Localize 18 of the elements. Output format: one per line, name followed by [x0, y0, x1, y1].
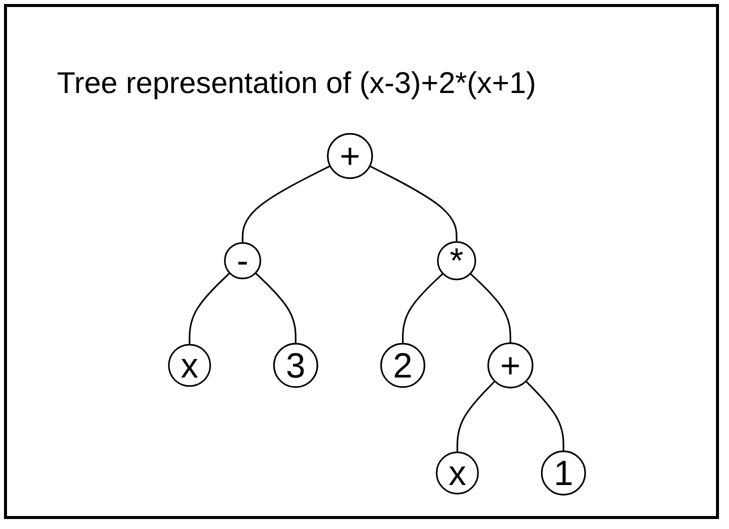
connector	[470, 272, 512, 344]
connector	[242, 165, 330, 243]
node-circle: 1	[540, 450, 586, 496]
connector	[188, 272, 230, 345]
connector	[402, 272, 444, 344]
node-circle: 3	[273, 342, 318, 388]
node-circle: +	[487, 342, 534, 388]
connector	[525, 380, 564, 452]
node-circle: 2	[380, 342, 426, 388]
node-circle: +	[326, 133, 373, 180]
diagram-title: Tree representation of (x-3)+2*(x+1)	[57, 67, 536, 101]
connector	[456, 380, 496, 452]
node-circle: -	[224, 242, 262, 280]
node-circle: x	[168, 344, 212, 387]
node-circle: *	[437, 241, 476, 280]
connector	[369, 165, 458, 242]
connector	[254, 272, 296, 344]
node-circle: x	[436, 451, 479, 494]
